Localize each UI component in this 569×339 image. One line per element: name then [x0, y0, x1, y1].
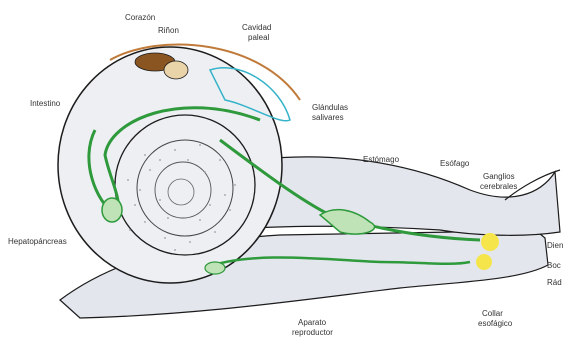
label-ganglios-2: cerebrales [480, 182, 517, 191]
label-hepatopancreas: Hepatopáncreas [8, 237, 67, 246]
label-aparato-2: reproductor [292, 328, 333, 337]
label-boca: Boc [547, 261, 561, 270]
intestine-lobe [102, 198, 122, 222]
cerebral-ganglia [481, 233, 499, 251]
label-aparato-1: Aparato [298, 318, 327, 327]
label-intestino: Intestino [30, 99, 61, 108]
label-radula: Rád [547, 278, 562, 287]
label-glandulas-1: Glándulas [312, 103, 348, 112]
label-cavidad-1: Cavidad [242, 23, 271, 32]
label-collar-1: Collar [482, 309, 503, 318]
reproductive-gland [205, 262, 225, 274]
label-rinon: Riñon [158, 26, 179, 35]
kidney [164, 61, 188, 79]
label-diente: Dien [547, 241, 563, 250]
esophageal-collar [476, 254, 492, 270]
label-collar-2: esofágico [478, 319, 513, 328]
label-esofago: Esófago [440, 159, 470, 168]
label-corazon: Corazón [125, 13, 155, 22]
label-glandulas-2: salivares [312, 113, 344, 122]
label-ganglios-1: Ganglios [483, 172, 515, 181]
label-cavidad-2: paleal [248, 33, 270, 42]
label-estomago: Estómago [363, 155, 400, 164]
